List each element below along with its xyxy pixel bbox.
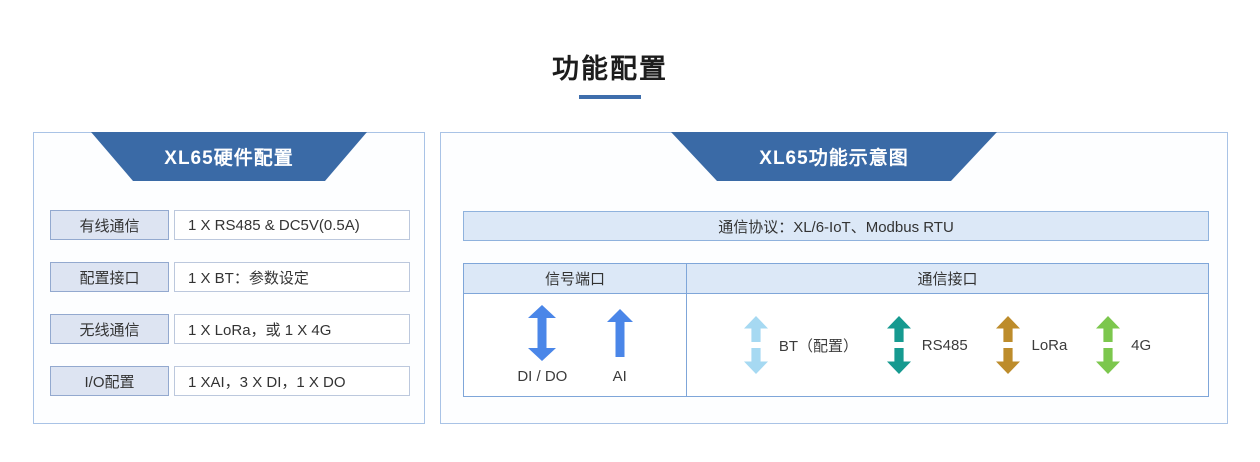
- hardware-row-value: 1 XAI，3 X DI，1 X DO: [174, 366, 410, 396]
- split-double-arrow-icon: [743, 316, 768, 374]
- up-arrow-icon: [606, 305, 633, 361]
- page-title: 功能配置: [552, 54, 668, 84]
- comm-item-4g: 4G: [1096, 316, 1151, 374]
- comm-interface-header: 通信接口: [687, 264, 1208, 294]
- hardware-row-wired: 有线通信 1 X RS485 & DC5V(0.5A): [50, 210, 410, 240]
- comm-interface-cell: BT（配置） RS485 LoRa: [687, 294, 1208, 396]
- split-double-arrow-icon: [886, 316, 911, 374]
- protocol-bar: 通信协议：XL/6-IoT、Modbus RTU: [463, 211, 1209, 241]
- hardware-rows: 有线通信 1 X RS485 & DC5V(0.5A) 配置接口 1 X BT：…: [50, 210, 410, 418]
- comm-item-label: RS485: [921, 336, 968, 354]
- hardware-row-label: 有线通信: [50, 210, 169, 240]
- signal-item-label: DI / DO: [517, 368, 568, 385]
- comm-item-lora: LoRa: [996, 316, 1067, 374]
- signal-item-ai: AI: [606, 305, 633, 385]
- comm-item-label: BT（配置）: [778, 337, 858, 355]
- hardware-row-config-port: 配置接口 1 X BT：参数设定: [50, 262, 410, 292]
- hardware-config-panel: XL65硬件配置 有线通信 1 X RS485 & DC5V(0.5A) 配置接…: [33, 132, 425, 424]
- hardware-row-io: I/O配置 1 XAI，3 X DI，1 X DO: [50, 366, 410, 396]
- signal-item-dido: DI / DO: [517, 305, 567, 385]
- signal-port-header: 信号端口: [464, 264, 687, 294]
- hardware-row-label: I/O配置: [50, 366, 169, 396]
- comm-item-bt: BT（配置）: [743, 316, 858, 374]
- function-diagram-panel: XL65功能示意图 通信协议：XL/6-IoT、Modbus RTU 信号端口 …: [440, 132, 1228, 424]
- page-header: 功能配置: [0, 52, 1220, 99]
- hardware-row-label: 无线通信: [50, 314, 169, 344]
- comm-item-label: LoRa: [1031, 336, 1068, 354]
- title-underline: [579, 95, 641, 99]
- hardware-row-value: 1 X RS485 & DC5V(0.5A): [174, 210, 410, 240]
- hardware-row-value: 1 X BT：参数设定: [174, 262, 410, 292]
- split-double-arrow-icon: [1096, 316, 1121, 374]
- signal-port-cell: DI / DO AI: [464, 294, 687, 396]
- hardware-row-wireless: 无线通信 1 X LoRa，或 1 X 4G: [50, 314, 410, 344]
- diagram-panel-header: XL65功能示意图: [671, 132, 997, 181]
- double-vertical-arrow-icon: [528, 305, 557, 361]
- comm-item-rs485: RS485: [886, 316, 968, 374]
- hardware-panel-header: XL65硬件配置: [91, 132, 367, 181]
- comm-item-label: 4G: [1131, 336, 1152, 354]
- signal-item-label: AI: [612, 368, 627, 385]
- hardware-row-value: 1 X LoRa，或 1 X 4G: [174, 314, 410, 344]
- hardware-row-label: 配置接口: [50, 262, 169, 292]
- diagram-table: 信号端口 通信接口 DI / DO AI: [463, 263, 1209, 397]
- split-double-arrow-icon: [996, 316, 1021, 374]
